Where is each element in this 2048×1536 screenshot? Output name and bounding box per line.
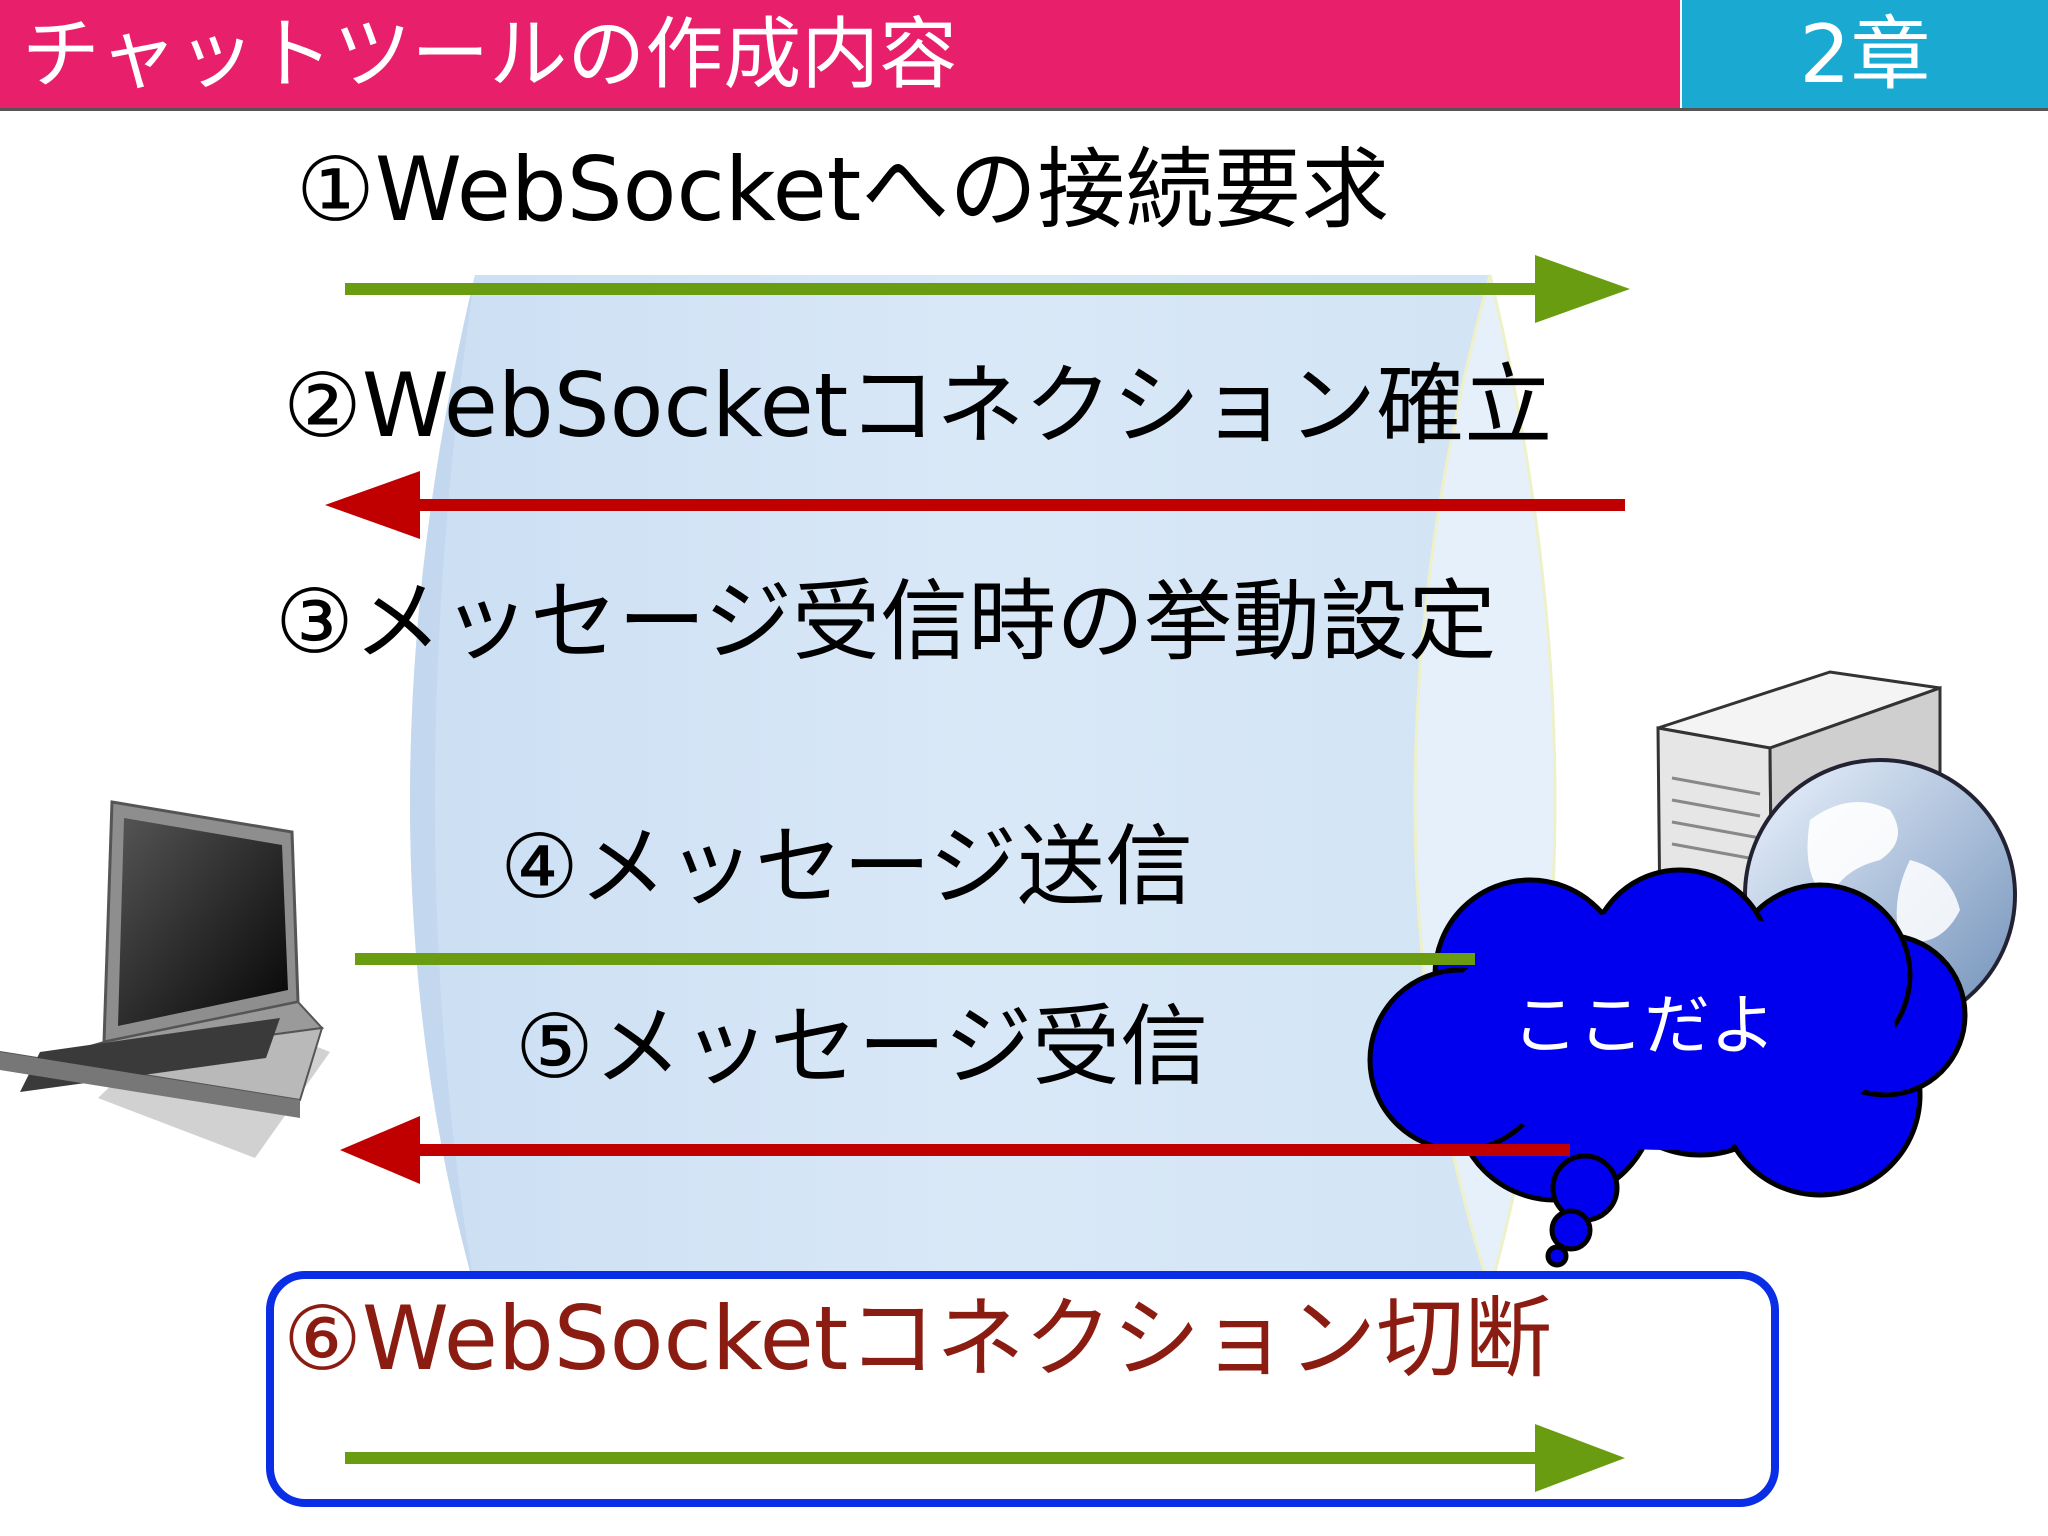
chapter-badge: 2章 xyxy=(1682,0,2048,110)
step-6-label: ⑥WebSocketコネクション切断 xyxy=(283,1287,1553,1390)
step-4-label: ④メッセージ送信 xyxy=(500,815,1194,918)
arrow-step-2 xyxy=(325,471,1625,539)
step-5-label: ⑤メッセージ受信 xyxy=(515,995,1209,1098)
arrow-step-6 xyxy=(345,1424,1625,1492)
callout-text: ここだよ xyxy=(1512,987,1776,1064)
slide-header: チャットツールの作成内容 2章 xyxy=(0,0,2048,111)
laptop-icon xyxy=(0,800,330,1158)
step-2-label: ②WebSocketコネクション確立 xyxy=(283,354,1553,457)
slide-title: チャットツールの作成内容 xyxy=(0,0,1680,110)
highlight-box xyxy=(266,1271,1779,1507)
arrow-step-1 xyxy=(345,255,1630,323)
arrow-step-5 xyxy=(340,1116,1570,1184)
callout-cloud xyxy=(1367,867,1968,1268)
step-3-label: ③メッセージ受信時の挙動設定 xyxy=(275,570,1497,673)
arrow-step-4 xyxy=(355,953,1475,965)
step-1-label: ①WebSocketへの接続要求 xyxy=(296,138,1390,241)
header-divider xyxy=(0,108,2048,111)
